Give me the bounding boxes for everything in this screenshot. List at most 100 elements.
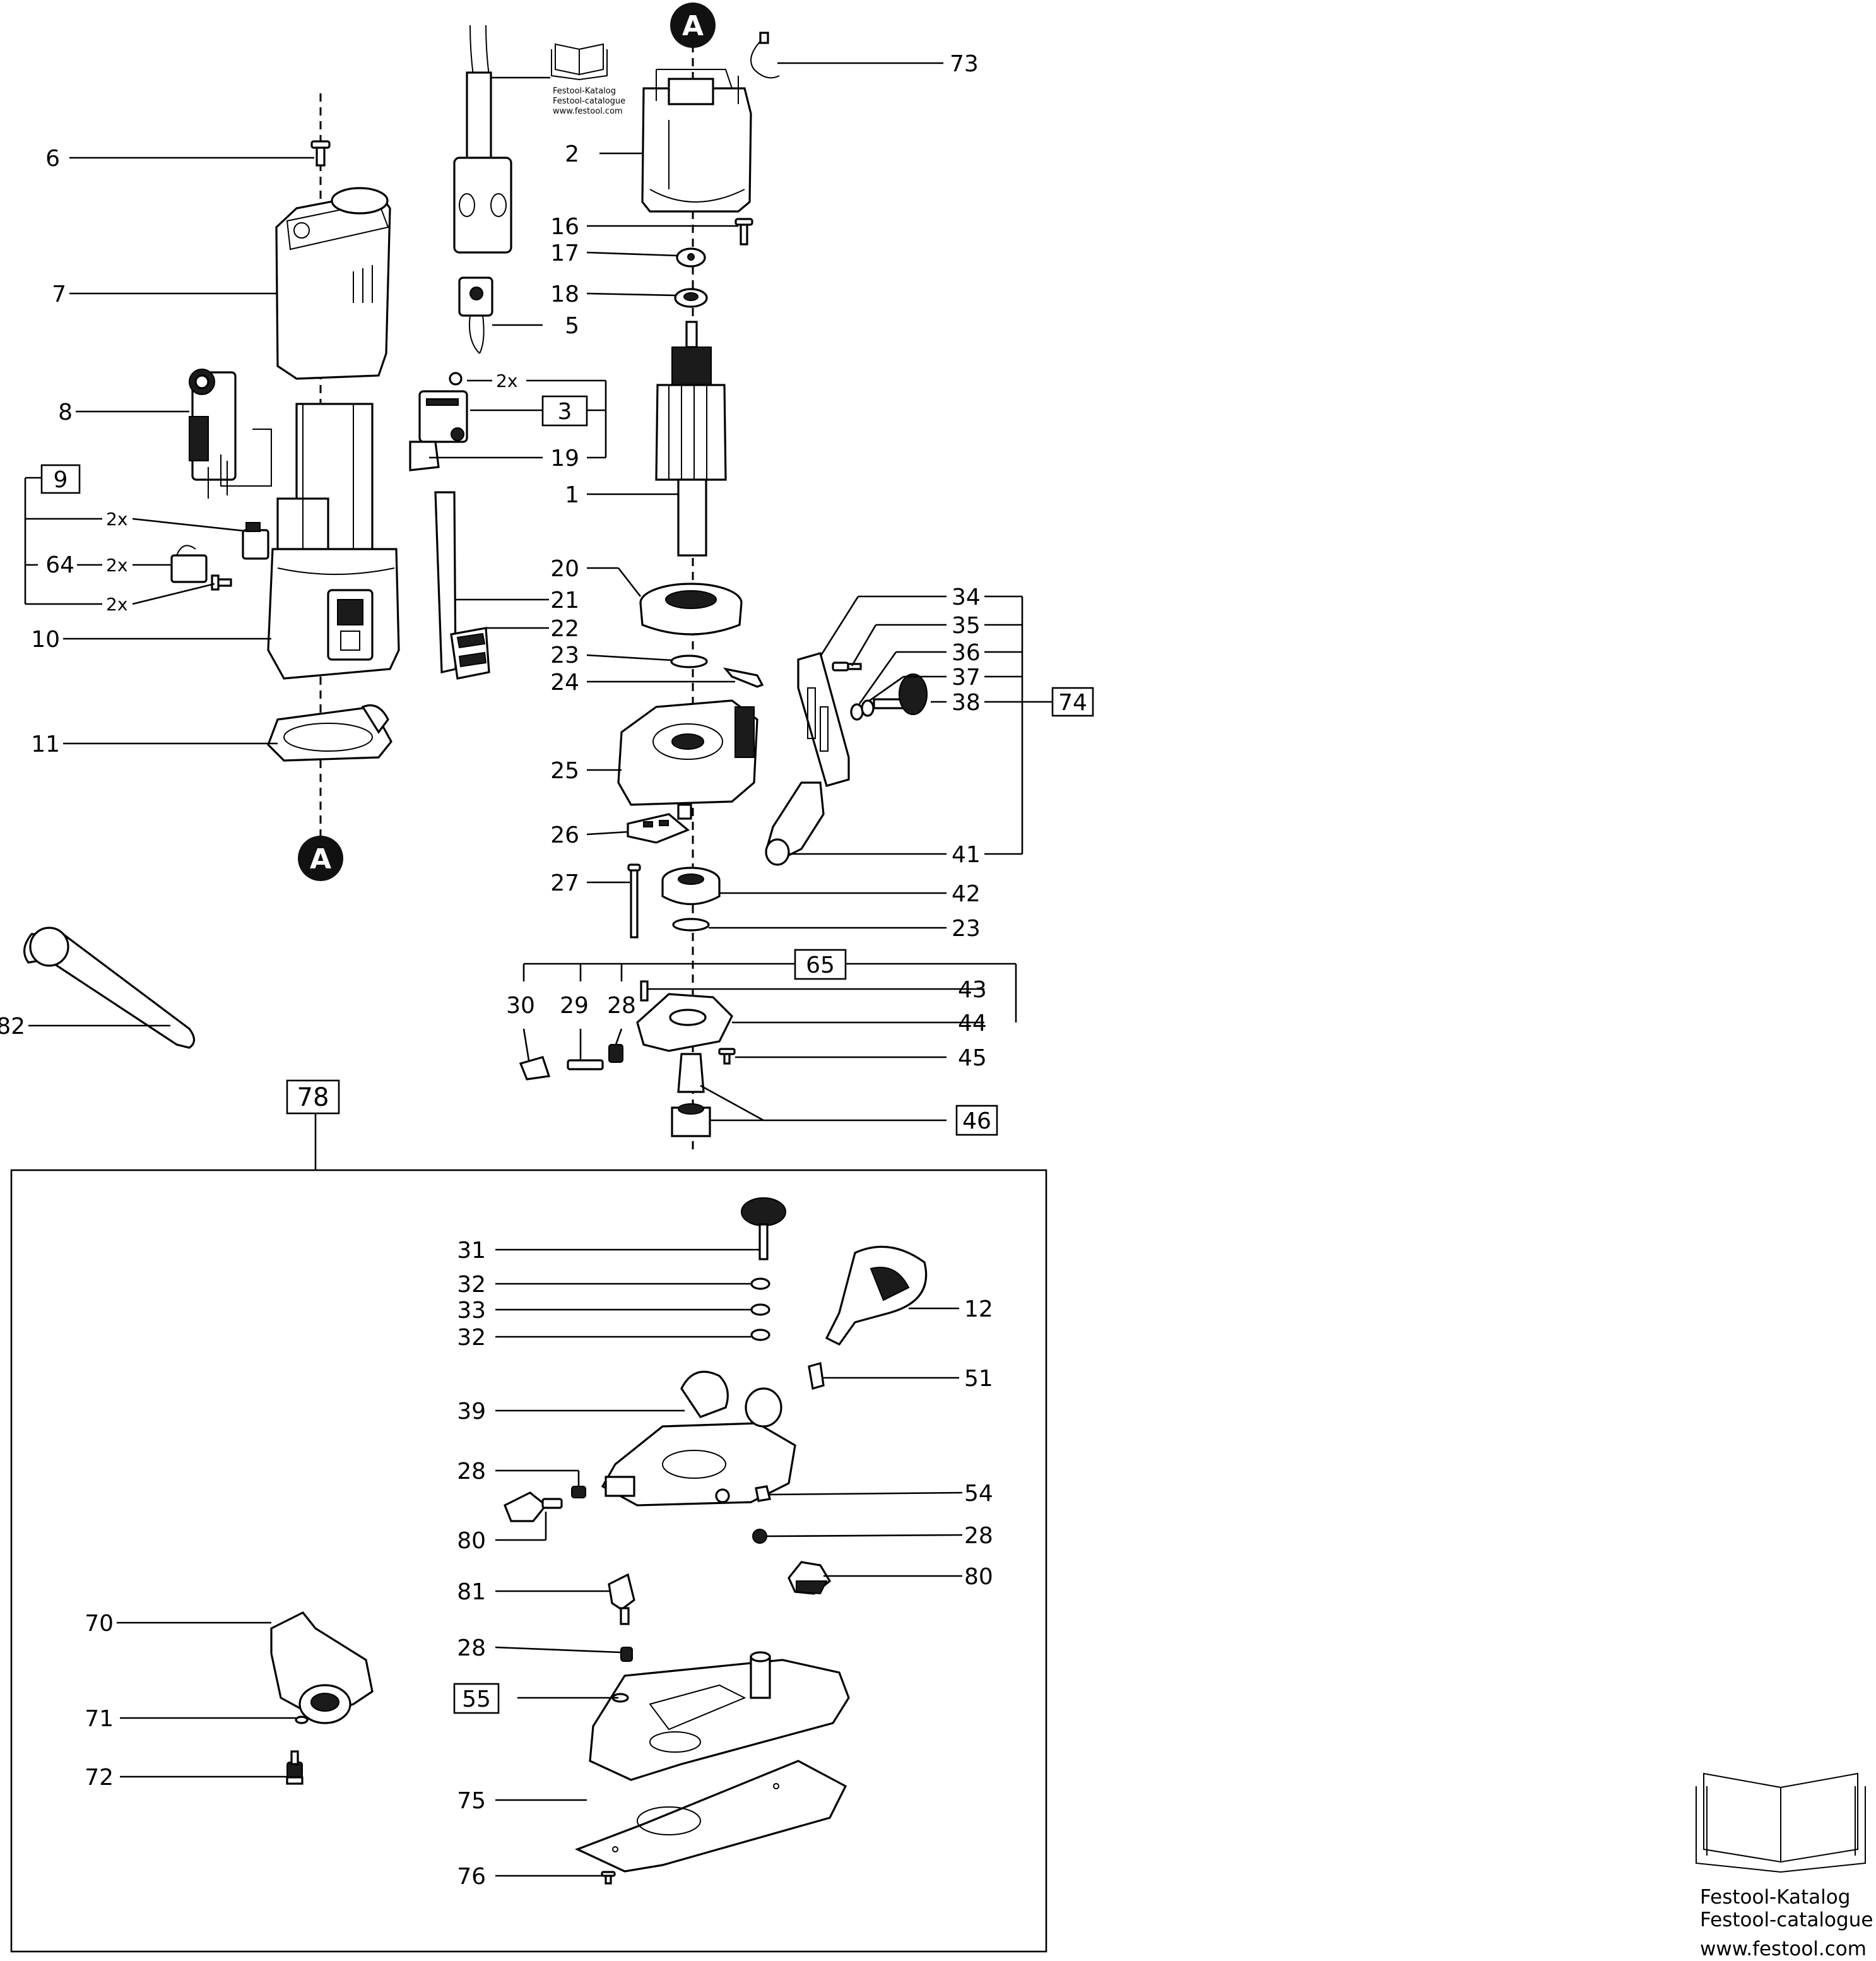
callout-7: 7 (52, 281, 66, 307)
part-cable (453, 25, 512, 254)
callout-28d: 28 (457, 1635, 486, 1661)
part-brush-64 (170, 545, 208, 583)
part-bearing-42 (661, 867, 721, 906)
part-wire-73 (750, 32, 780, 79)
part-field-coil-2 (641, 69, 752, 213)
part-knob-38 (873, 673, 928, 715)
svg-text:A: A (682, 10, 704, 42)
part-brush-screw (211, 574, 232, 591)
part-fan-20 (639, 583, 743, 636)
callout-21: 21 (550, 588, 579, 613)
leader-lines (24, 62, 1053, 1877)
part-collet-46 (671, 1053, 711, 1137)
part-armature-1 (655, 321, 727, 557)
part-wrench-82 (23, 927, 196, 1049)
callout-8: 8 (58, 400, 73, 425)
part-knob-30 (519, 1056, 551, 1081)
marker-a-bottom: A (298, 836, 343, 881)
part-spring-28d (620, 1647, 633, 1662)
part-ring-23b (672, 918, 710, 932)
part-handle-12 (825, 1245, 928, 1346)
part-nut-54 (755, 1485, 771, 1502)
part-housing-10 (267, 403, 400, 680)
callout-16: 16 (550, 214, 579, 240)
callout-9: 9 (54, 467, 68, 493)
part-washer-33 (750, 1303, 770, 1316)
callout-55-box (453, 1683, 500, 1714)
callout-75: 75 (457, 1788, 486, 1814)
callout-26: 26 (550, 822, 579, 848)
callout-78-box (286, 1079, 340, 1115)
callout-3-box (541, 395, 588, 427)
part-switch-bracket-19 (409, 441, 440, 471)
part-spring-28a (608, 1044, 623, 1063)
part-washer-32a (750, 1277, 770, 1290)
catalog-line1: Festool-Katalog (1700, 1886, 1850, 1909)
callout-35: 35 (952, 613, 981, 639)
callout-20: 20 (550, 556, 579, 582)
part-carbon-brush-9 (242, 522, 269, 560)
callout-19: 19 (550, 446, 579, 471)
callout-33: 33 (457, 1298, 486, 1324)
callout-78: 78 (297, 1083, 329, 1112)
part-plate-55 (589, 1651, 850, 1781)
part-switch-3 (418, 390, 468, 443)
part-dust-hood-70 (270, 1611, 374, 1724)
part-bracket-41 (765, 781, 825, 866)
callout-51: 51 (964, 1366, 993, 1392)
part-base-11 (267, 704, 392, 762)
callout-32a: 32 (457, 1272, 486, 1298)
callout-80b: 80 (964, 1564, 993, 1590)
callout-2: 2 (565, 141, 579, 167)
callout-44: 44 (958, 1010, 987, 1036)
part-gear-housing-25 (617, 699, 758, 820)
callout-9-box (40, 464, 81, 494)
callout-29: 29 (560, 993, 589, 1019)
book-icon (1696, 1772, 1866, 1873)
callout-10: 10 (31, 627, 60, 653)
callout-80a: 80 (457, 1528, 486, 1554)
cable-catalog-line2: Festool-catalogue (553, 97, 625, 106)
callout-38: 38 (952, 690, 981, 716)
callout-5: 5 (565, 313, 579, 339)
part-cable-connector-5 (458, 276, 493, 354)
callout-65: 65 (806, 952, 835, 978)
callout-32b: 32 (457, 1325, 486, 1351)
part-washer-32b (750, 1329, 770, 1341)
quantity-9c: 2x (106, 594, 127, 615)
part-bearing-17 (676, 247, 706, 268)
callout-46: 46 (962, 1108, 991, 1134)
callout-64: 64 (45, 552, 74, 578)
callout-17: 17 (550, 240, 579, 266)
part-slider-22 (450, 627, 490, 680)
callout-42: 42 (952, 881, 981, 907)
part-clip-51 (808, 1361, 825, 1390)
callout-70: 70 (85, 1611, 114, 1637)
callout-73: 73 (950, 51, 979, 77)
callout-37: 37 (952, 665, 981, 690)
part-screw-76 (601, 1871, 616, 1885)
part-pad-75 (574, 1760, 847, 1873)
callout-3: 3 (558, 399, 572, 425)
callout-72: 72 (85, 1765, 114, 1791)
part-spring-28c (752, 1529, 767, 1544)
part-spring-24 (723, 667, 764, 688)
callout-6: 6 (45, 146, 60, 172)
catalog-note: Festool-Katalog Festool-catalogue www.fe… (1696, 1772, 1873, 1960)
part-pin-27 (627, 863, 641, 939)
callout-43: 43 (958, 977, 987, 1003)
callout-28b: 28 (457, 1459, 486, 1484)
callout-labels: 6 7 8 9 2x 64 2x 2x 10 11 82 2x 3 19 5 2… (0, 51, 1094, 1890)
callout-74-box (1051, 687, 1094, 717)
cable-catalog-line3: www.festool.com (553, 107, 623, 116)
callout-11: 11 (31, 732, 60, 757)
callout-45: 45 (958, 1045, 987, 1071)
part-electronics-8 (189, 369, 272, 499)
callout-74: 74 (1058, 690, 1087, 716)
callout-12: 12 (964, 1296, 993, 1322)
marker-a-top: A (670, 3, 716, 48)
part-screw-6 (310, 140, 331, 167)
quantity-9a: 2x (106, 509, 127, 530)
callout-55: 55 (462, 1686, 491, 1712)
